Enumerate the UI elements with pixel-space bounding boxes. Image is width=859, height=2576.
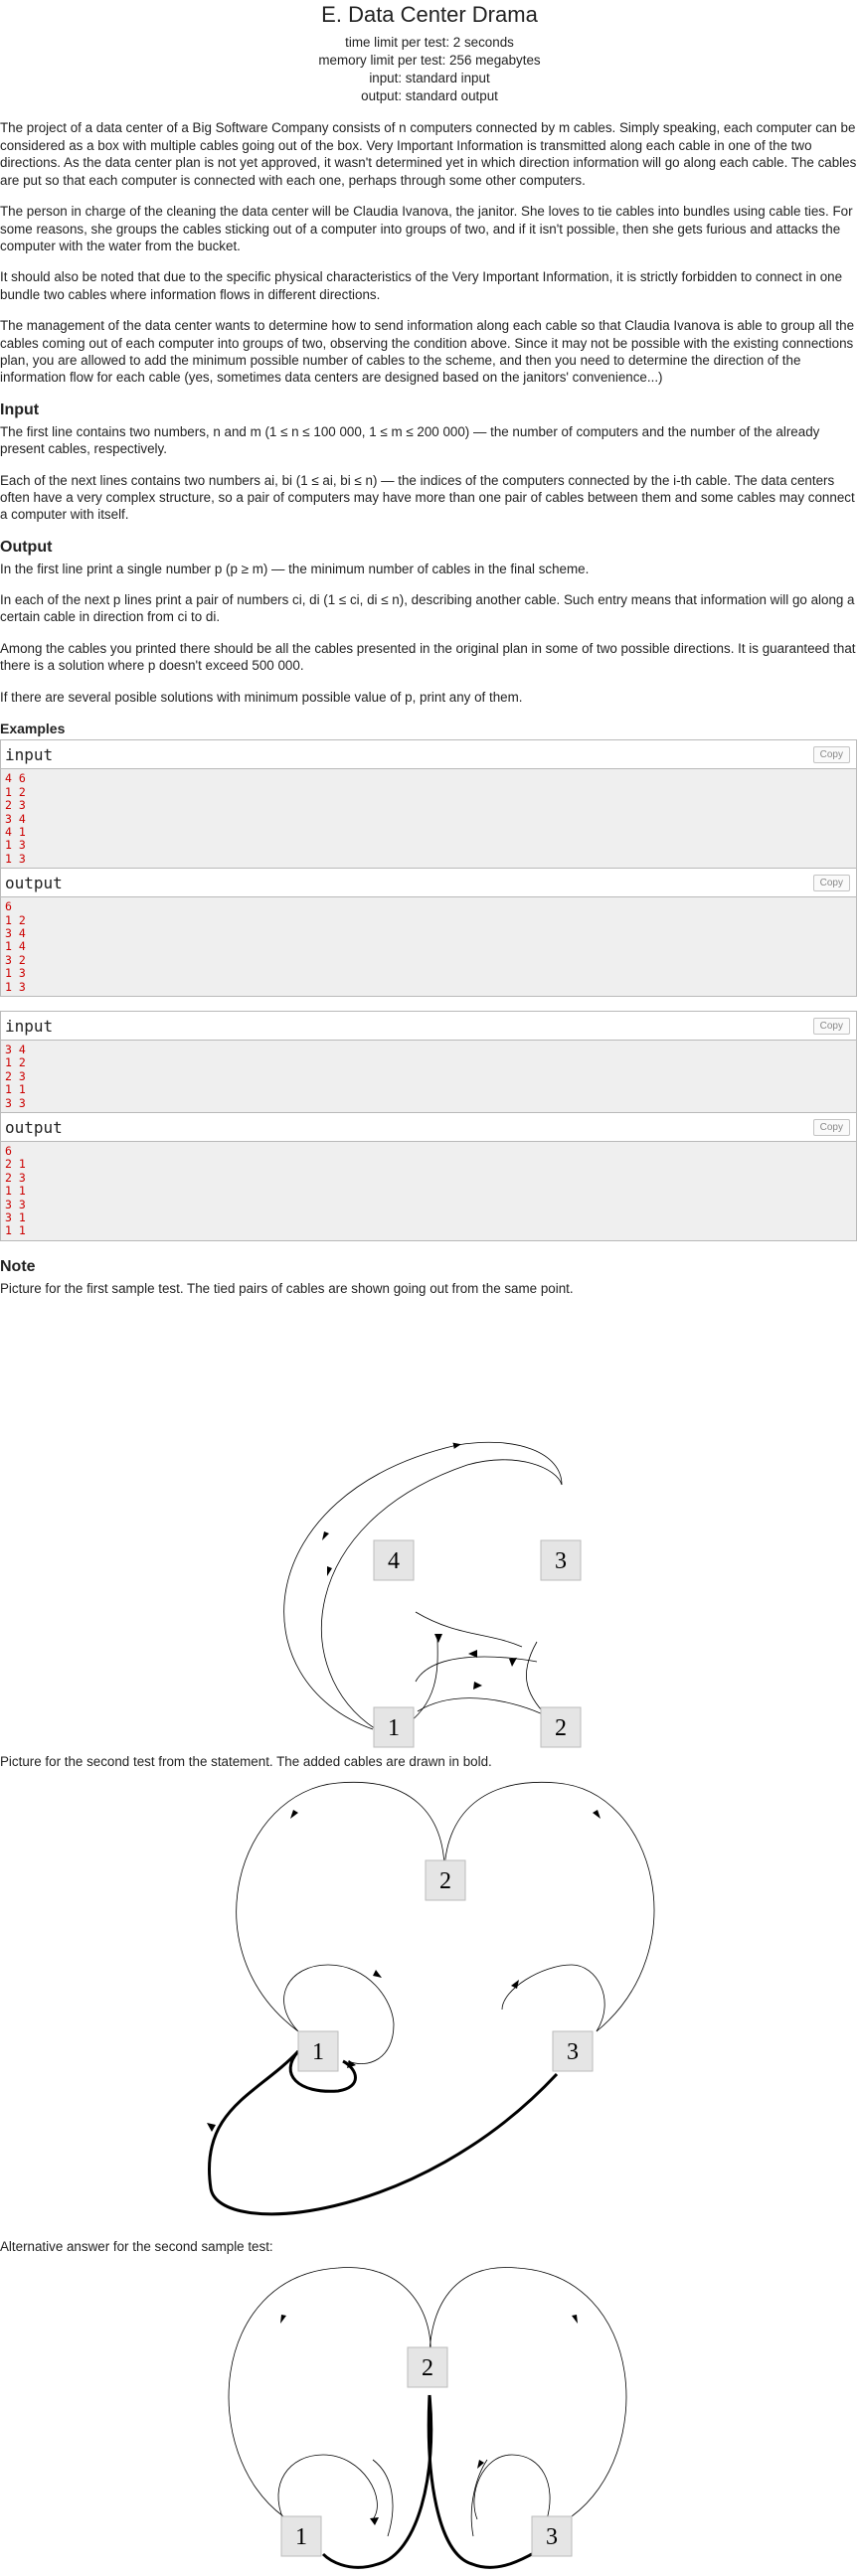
example-2-output-header: output Copy [1, 1112, 856, 1143]
arrow-head [290, 1810, 298, 1819]
example-1-input-header: input Copy [1, 740, 856, 770]
note-caption-2: Picture for the second test from the sta… [0, 1754, 492, 1769]
statement-paragraph-4: The management of the data center wants … [0, 318, 855, 386]
figure-sample-2: 2 1 3 [207, 1781, 655, 2216]
input-label: input [5, 745, 54, 765]
output-file: output: standard output [361, 88, 498, 104]
figure-sample-2-alternative: 2 1 3 [228, 2267, 627, 2569]
example-2-output: 6 2 1 2 3 1 1 3 3 3 1 1 1 [1, 1142, 856, 1240]
node-label-3: 3 [555, 1548, 567, 1574]
note-caption-3: Alternative answer for the second sample… [0, 2239, 273, 2254]
example-2-input: 3 4 1 2 2 3 1 1 3 3 [1, 1040, 856, 1113]
arrow-head [370, 2517, 379, 2525]
node-label-3: 3 [546, 2524, 558, 2550]
node-3: 3 [540, 1539, 582, 1581]
copy-button[interactable]: Copy [812, 1017, 850, 1035]
node-label-3: 3 [567, 2039, 579, 2065]
examples-title: Examples [0, 721, 66, 737]
node-3: 3 [531, 2515, 573, 2557]
example-1-input: 4 6 1 2 2 3 3 4 4 1 1 3 1 3 [1, 769, 856, 869]
copy-button[interactable]: Copy [812, 875, 850, 892]
figure-sample-1: 4 3 1 2 [283, 1441, 582, 1748]
node-label-4: 4 [388, 1548, 400, 1574]
arrow-head [327, 1566, 332, 1576]
output-label: output [5, 1118, 63, 1138]
node-label-1: 1 [295, 2524, 307, 2550]
input-title: Input [0, 401, 40, 418]
edge-1-3-outer [283, 1441, 563, 1730]
output-title: Output [0, 538, 53, 556]
arrow-head [207, 2123, 216, 2132]
node-2: 2 [540, 1706, 582, 1748]
node-4: 4 [373, 1539, 415, 1581]
statement-paragraph-3: It should also be noted that due to the … [0, 269, 843, 302]
node-1: 1 [297, 2030, 339, 2072]
node-1: 1 [373, 1706, 415, 1748]
arrow-head [509, 1658, 517, 1667]
node-1: 1 [280, 2515, 322, 2557]
example-1-output-header: output Copy [1, 868, 856, 898]
arrow-head [511, 1980, 519, 1989]
statement-paragraph-2: The person in charge of the cleaning the… [0, 204, 853, 253]
input-paragraph-1: The first line contains two numbers, n a… [0, 423, 820, 457]
example-2: input Copy 3 4 1 2 2 3 1 1 3 3 output Co… [0, 1010, 857, 1241]
output-paragraph-4: If there are several posible solutions w… [0, 689, 523, 705]
arrow-head [347, 2060, 356, 2068]
arrow-head [572, 2315, 578, 2324]
arrow-head [593, 1810, 601, 1819]
output-paragraph-1: In the first line print a single number … [0, 561, 590, 576]
arrow-head [280, 2315, 286, 2324]
arrow-head [434, 1634, 442, 1643]
node-2: 2 [425, 1859, 466, 1901]
example-1: input Copy 4 6 1 2 2 3 3 4 4 1 1 3 1 3 o… [0, 739, 857, 997]
node-2: 2 [407, 2346, 448, 2388]
statement-paragraph-1: The project of a data center of a Big So… [0, 120, 857, 188]
output-paragraph-3: Among the cables you printed there shoul… [0, 640, 856, 674]
node-label-2: 2 [555, 1715, 567, 1741]
memory-limit: memory limit per test: 256 megabytes [318, 53, 541, 69]
note-caption-1: Picture for the first sample test. The t… [0, 1280, 574, 1296]
copy-button[interactable]: Copy [812, 1119, 850, 1137]
arrow-head [468, 1650, 477, 1658]
problem-header: E. Data Center Drama time limit per test… [0, 2, 859, 105]
output-label: output [5, 874, 63, 893]
arrow-head [322, 1531, 329, 1540]
node-label-1: 1 [312, 2039, 324, 2065]
output-paragraph-2: In each of the next p lines print a pair… [0, 592, 855, 625]
node-label-2: 2 [439, 1868, 451, 1894]
arrow-head [477, 2460, 484, 2469]
input-label: input [5, 1016, 54, 1036]
time-limit: time limit per test: 2 seconds [345, 35, 514, 51]
node-label-1: 1 [388, 1715, 400, 1741]
problem-title: E. Data Center Drama [321, 2, 538, 27]
input-file: input: standard input [369, 71, 490, 86]
input-paragraph-2: Each of the next lines contains two numb… [0, 472, 855, 523]
note-title: Note [0, 1257, 36, 1275]
node-label-2: 2 [422, 2355, 433, 2381]
copy-button[interactable]: Copy [812, 746, 850, 764]
example-2-input-header: input Copy [1, 1011, 856, 1041]
node-3: 3 [552, 2030, 594, 2072]
arrow-head [373, 1970, 382, 1978]
arrow-head [473, 1682, 482, 1690]
example-1-output: 6 1 2 3 4 1 4 3 2 1 3 1 3 [1, 897, 856, 996]
